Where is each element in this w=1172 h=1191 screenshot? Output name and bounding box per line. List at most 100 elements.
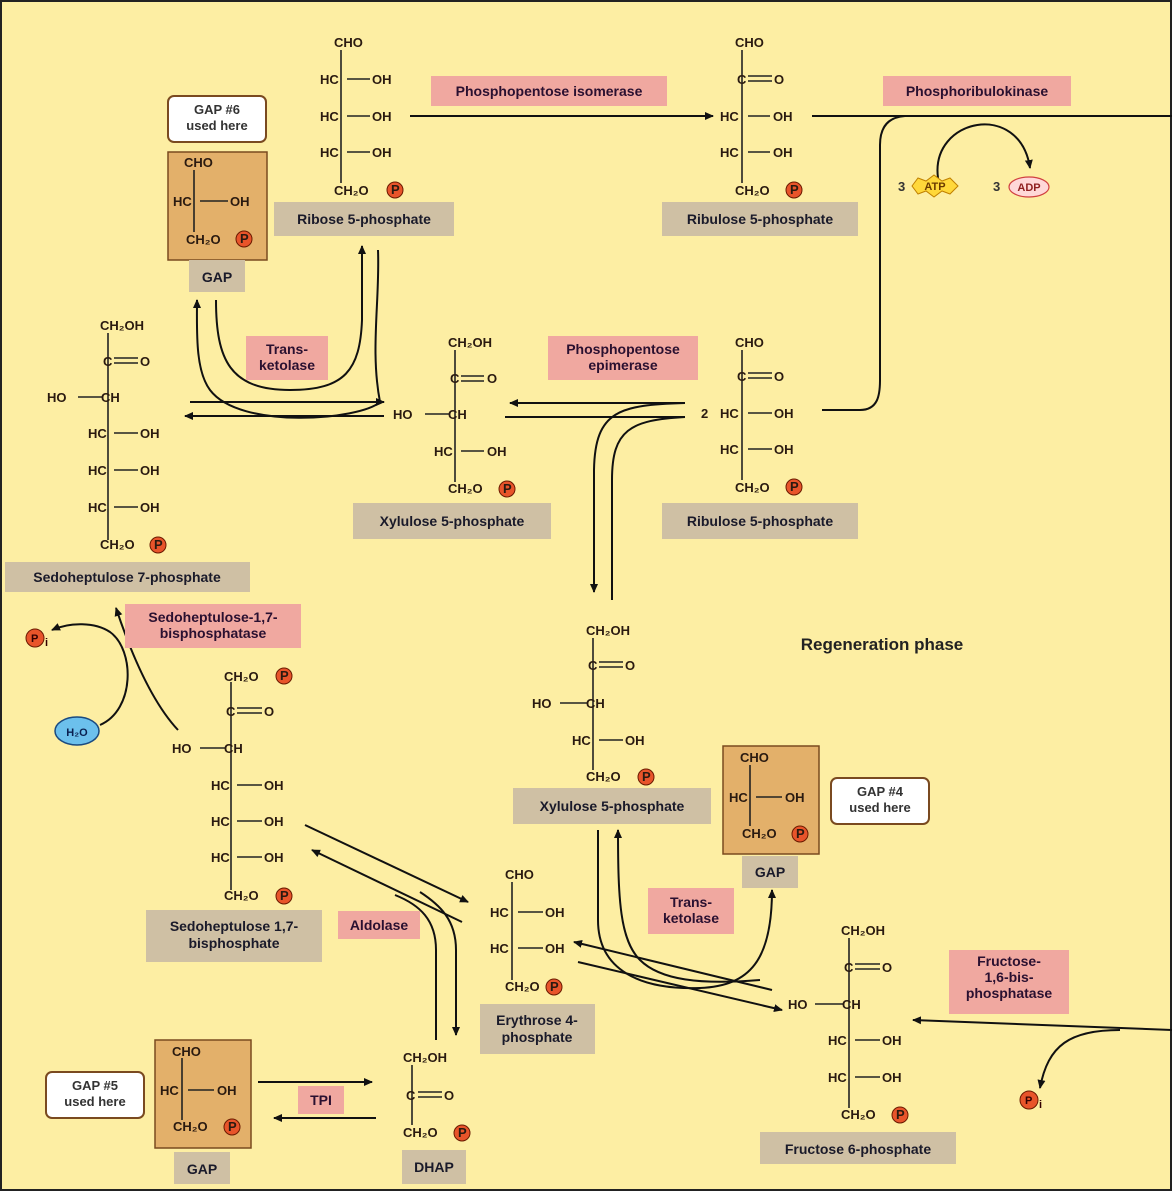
tpi-box [298, 1086, 344, 1114]
fbpase-box [949, 950, 1069, 1014]
svg-text:CHO: CHO [735, 335, 764, 350]
svg-text:OH: OH [140, 426, 160, 441]
aldolase-label: Aldolase [350, 917, 409, 933]
epimerase-up-line [611, 416, 686, 600]
svg-text:P: P [240, 231, 249, 246]
svg-text:O: O [774, 72, 784, 87]
aldolase-forward-arrow [304, 824, 469, 903]
svg-text:CH₂O: CH₂O [841, 1107, 876, 1122]
svg-text:HC: HC [211, 778, 230, 793]
fbpase-arrow [912, 1016, 1172, 1031]
svg-text:OH: OH [140, 500, 160, 515]
ribulose-top-label-box [662, 202, 858, 236]
gap5-note-box [45, 1071, 145, 1119]
phosphate-icon [791, 825, 809, 843]
svg-text:HC: HC [828, 1070, 847, 1085]
svg-text:C: C [588, 658, 598, 673]
svg-text:OH: OH [785, 790, 805, 805]
svg-text:OH: OH [372, 72, 392, 87]
svg-text:HO: HO [172, 741, 192, 756]
enzyme-labels: Phosphopentose isomerase Phosphoribuloki… [125, 76, 1071, 1114]
fructose-label: Fructose 6-phosphate [785, 1141, 931, 1157]
adp-coefficient: 3 [993, 179, 1000, 194]
svg-text:CH₂O: CH₂O [403, 1125, 438, 1140]
ribose-label-box [274, 202, 454, 236]
gap-bottom-label: GAP [187, 1161, 217, 1177]
svg-text:OH: OH [773, 145, 793, 160]
water-label: H₂O [66, 727, 88, 739]
svg-text:OH: OH [264, 814, 284, 829]
phosphate-icon [235, 230, 253, 248]
dhap: CH₂OH C O CH₂O P [403, 1050, 471, 1142]
phosphate-icon [637, 768, 655, 786]
svg-text:CH₂OH: CH₂OH [586, 623, 630, 638]
gap-top: CHO HC OH CH₂O P [173, 155, 253, 248]
svg-text:OH: OH [264, 850, 284, 865]
svg-text:CH₂O: CH₂O [100, 537, 135, 552]
ribulose-mid-label: Ribulose 5-phosphate [687, 513, 833, 529]
svg-text:P: P [550, 979, 559, 994]
svg-text:CH: CH [101, 390, 120, 405]
ribulose-5-phosphate-mid: CHO C O 2 HC OH HC OH CH₂O P [701, 335, 803, 496]
phosphate-icon [275, 887, 293, 905]
svg-text:HC: HC [320, 72, 339, 87]
svg-text:HC: HC [88, 463, 107, 478]
svg-text:O: O [625, 658, 635, 673]
dhap-label: DHAP [414, 1159, 454, 1175]
svg-text:P: P [280, 888, 289, 903]
svg-text:O: O [444, 1088, 454, 1103]
svg-text:HC: HC [720, 442, 739, 457]
svg-text:HO: HO [532, 696, 552, 711]
svg-text:C: C [226, 704, 236, 719]
svg-text:OH: OH [625, 733, 645, 748]
svg-text:C: C [737, 369, 747, 384]
svg-text:HC: HC [320, 109, 339, 124]
epimerase-down-arrow [590, 402, 686, 593]
tk2-xylulose-arrow [614, 829, 761, 983]
svg-text:CHO: CHO [334, 35, 363, 50]
svg-text:P: P [796, 826, 805, 841]
tk-ribose-line [374, 249, 381, 403]
xylulose-5-phosphate-low: CH₂OH C O HO CH HC OH CH₂O P [532, 623, 655, 786]
svg-text:P: P [280, 668, 289, 683]
svg-text:CH: CH [448, 407, 467, 422]
water-icon [54, 716, 100, 746]
phosphate-icon [275, 667, 293, 685]
fructose-6-phosphate: CH₂OH C O HO CH HC OH HC OH CH₂O P [788, 923, 909, 1124]
svg-text:CH₂O: CH₂O [186, 232, 221, 247]
adp-label: ADP [1017, 182, 1040, 194]
svg-text:OH: OH [140, 463, 160, 478]
phosphate-icon [223, 1118, 241, 1136]
phosphate-icon [545, 978, 563, 996]
erythrose-4-phosphate: CHO HC OH HC OH CH₂O P [490, 867, 565, 996]
svg-text:P: P [896, 1107, 905, 1122]
svg-text:HC: HC [490, 905, 509, 920]
svg-text:CH₂OH: CH₂OH [403, 1050, 447, 1065]
ribulose-top-label: Ribulose 5-phosphate [687, 211, 833, 227]
ribose-5-phosphate: CHO HC OH HC OH HC OH CH₂O P [320, 35, 404, 199]
svg-text:CH₂O: CH₂O [224, 669, 259, 684]
erythrose-label-box [480, 1004, 595, 1054]
xylulose-mid-label-box [353, 503, 551, 539]
svg-text:HO: HO [393, 407, 413, 422]
aldolase-box [338, 911, 420, 939]
svg-text:P: P [228, 1119, 237, 1134]
transketolase-bottom-label: Trans-ketolase [663, 894, 719, 926]
atp-label: ATP [924, 181, 945, 193]
atp-coefficient: 3 [898, 179, 905, 194]
xylulose-5-phosphate-mid: CH₂OH C O HO CH HC OH CH₂O P [393, 335, 516, 498]
svg-text:P: P [458, 1125, 467, 1140]
svg-text:P: P [642, 769, 651, 784]
phosphate-icon [386, 181, 404, 199]
svg-text:CH: CH [842, 997, 861, 1012]
svg-text:CHO: CHO [184, 155, 213, 170]
svg-text:O: O [882, 960, 892, 975]
svg-text:C: C [737, 72, 747, 87]
svg-text:CH₂O: CH₂O [505, 979, 540, 994]
xylulose-low-label: Xylulose 5-phosphate [540, 798, 685, 814]
svg-text:CH: CH [224, 741, 243, 756]
svg-text:OH: OH [882, 1070, 902, 1085]
